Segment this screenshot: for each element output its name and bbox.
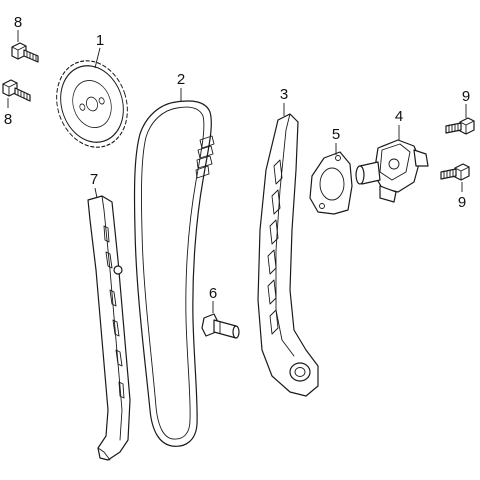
callout-8-lower: 8: [4, 111, 12, 128]
callout-9-lower: 9: [458, 194, 466, 211]
tensioner-gasket: [309, 151, 353, 215]
leader-7: [94, 187, 98, 199]
callout-7: 7: [90, 171, 98, 188]
pivot-bolt: [201, 313, 240, 339]
tensioner-guide: [257, 113, 319, 397]
cam-sprocket: [56, 60, 128, 148]
bolt-9-upper: [445, 117, 475, 135]
callout-2: 2: [177, 71, 185, 88]
callout-8-upper: 8: [14, 14, 22, 31]
bolt-8-upper: [11, 42, 39, 63]
callout-9-upper: 9: [462, 88, 470, 105]
callout-1: 1: [96, 32, 104, 49]
chain-tensioner: [355, 139, 429, 203]
callout-5: 5: [332, 126, 340, 143]
callout-4: 4: [395, 108, 403, 125]
bolt-9-lower: [440, 163, 470, 181]
bolt-8-lower: [2, 79, 31, 102]
chain-guide: [87, 195, 131, 461]
timing-chain: [133, 100, 215, 447]
leader-1: [94, 47, 101, 69]
callout-3: 3: [280, 86, 288, 103]
callout-6: 6: [209, 285, 217, 302]
